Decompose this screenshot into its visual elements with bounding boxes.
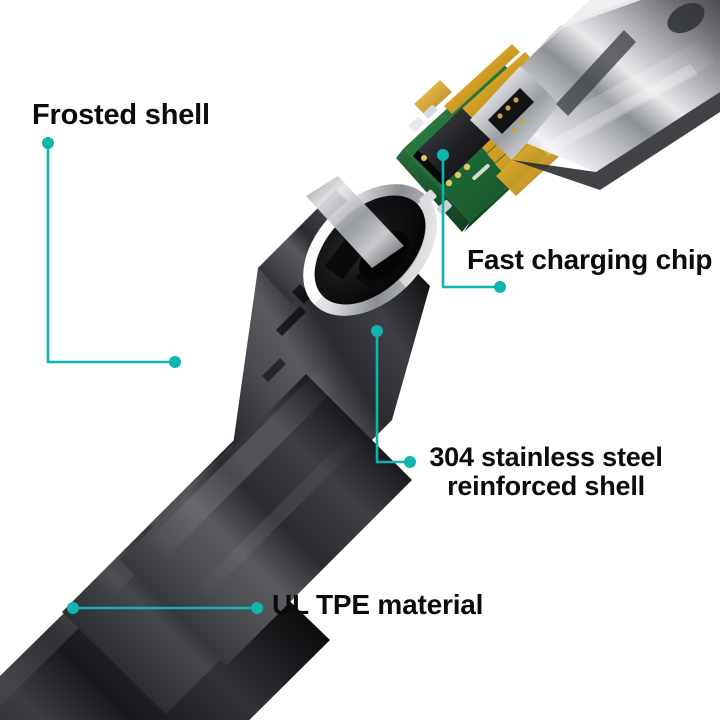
callout-anchor-dot-stainless-steel-shell [371,325,383,337]
callout-label-stainless-steel-shell: 304 stainless steel reinforced shell [429,442,663,501]
callout-leader-line-fast-charging-chip [441,153,502,289]
callout-anchor-dot-ul-tpe-material [67,602,79,614]
callout-elbow-dot-ul-tpe-material [251,602,263,614]
callout-elbow-dot-frosted-shell [42,137,54,149]
callout-leader-line-frosted-shell [46,141,177,364]
callout-leader-line-stainless-steel-shell [375,329,412,464]
callout-label-frosted-shell: Frosted shell [32,99,210,131]
usb-c-metal-plug [470,0,720,190]
callout-label-ul-tpe-material: UL TPE material [272,589,484,620]
frosted-connector-shell [120,190,430,666]
callout-anchor-dot-fast-charging-chip [437,149,449,161]
callout-elbow-dot-fast-charging-chip [494,281,506,293]
callout-label-fast-charging-chip: Fast charging chip [467,244,713,275]
stainless-steel-collar [303,176,437,316]
callout-anchor-dot-frosted-shell [169,356,181,368]
callout-elbow-dot-stainless-steel-shell [404,456,416,468]
